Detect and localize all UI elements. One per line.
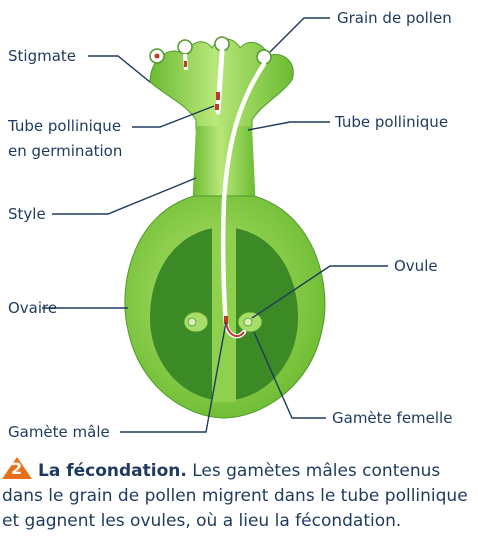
label-ovaire: Ovaire: [8, 299, 57, 317]
ovary-cavity-left: [150, 228, 214, 400]
ovary-cavity-right: [234, 228, 298, 400]
ovule-left: [183, 311, 209, 333]
label-stigmate: Stigmate: [8, 47, 76, 65]
caption-title: La fécondation.: [38, 461, 187, 481]
pollen-grain: [177, 39, 193, 71]
label-ovule: Ovule: [394, 257, 438, 275]
style: [192, 126, 256, 210]
pollen-grains: [149, 36, 272, 71]
label-tube-pollinique: Tube pollinique: [334, 113, 448, 131]
leader-lines: [42, 17, 388, 433]
caption: 2 La fécondation. Les gamètes mâles cont…: [2, 457, 476, 534]
pollen-tube-germinating: [215, 48, 225, 115]
label-tube-germination-2: en germination: [8, 142, 122, 160]
caption-text: Les gamètes mâles contenus dans le grain…: [2, 461, 468, 531]
label-style: Style: [8, 205, 46, 223]
label-gamete-male: Gamète mâle: [8, 423, 110, 441]
male-gamete: [216, 92, 220, 100]
figure-number: 2: [11, 459, 23, 478]
male-gamete: [215, 104, 219, 110]
label-tube-germination-1: Tube pollinique: [7, 117, 121, 135]
figure-number-badge: 2: [2, 457, 32, 479]
pollen-grain: [149, 48, 165, 64]
pistil-diagram: Stigmate Tube pollinique en germination …: [7, 9, 452, 441]
male-gamete: [224, 316, 228, 324]
ovule-right: [237, 311, 263, 333]
male-gamete-path: [225, 321, 245, 338]
label-gamete-femelle: Gamète femelle: [332, 409, 452, 427]
label-grain-pollen: Grain de pollen: [337, 9, 452, 27]
